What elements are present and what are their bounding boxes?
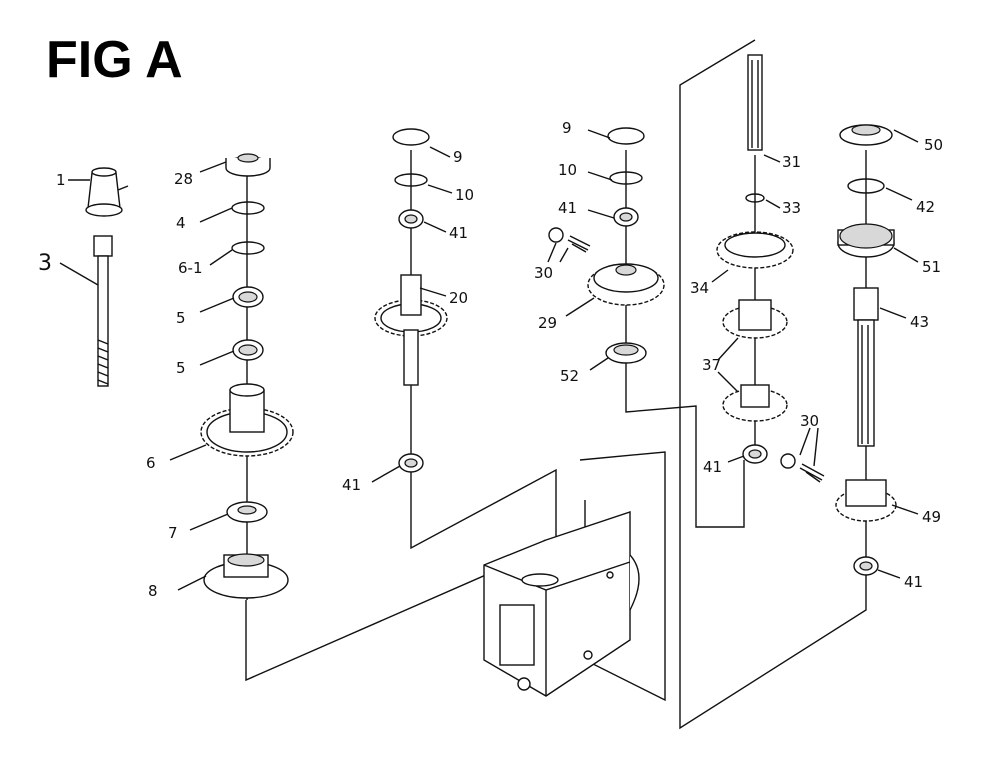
- callout-33: 33: [782, 199, 801, 217]
- callout-9a: 9: [453, 148, 463, 166]
- part-8-flange: [203, 553, 289, 599]
- callout-3: 3: [38, 251, 52, 276]
- part-49-gear: [835, 479, 897, 522]
- part-41-bearing-e: [853, 556, 879, 576]
- callout-10b: 10: [558, 161, 577, 179]
- part-20-gear-shaft: [374, 274, 448, 386]
- callout-8: 8: [148, 582, 158, 600]
- part-41-bearing-d: [742, 444, 768, 464]
- callout-41d: 41: [703, 458, 722, 476]
- callout-30b: 30: [800, 412, 819, 430]
- callout-41e: 41: [904, 573, 923, 591]
- callout-42: 42: [916, 198, 935, 216]
- callout-52: 52: [560, 367, 579, 385]
- part-6-1-circlip: [231, 241, 265, 255]
- callout-29: 29: [538, 314, 557, 332]
- callout-5a: 5: [176, 309, 186, 327]
- part-51-bearing: [837, 223, 895, 258]
- gearbox-housing: [483, 511, 640, 697]
- part-5-bearing-b: [232, 339, 264, 361]
- part-10-circlip-a: [394, 173, 428, 187]
- callout-41a: 41: [449, 224, 468, 242]
- part-28-ring: [225, 153, 271, 177]
- part-9-cap-a: [392, 128, 430, 146]
- leader-lines: [59, 129, 919, 591]
- callout-49: 49: [922, 508, 941, 526]
- part-3-bolt: [93, 235, 113, 387]
- callout-41c: 41: [558, 199, 577, 217]
- part-43-spindle: [853, 287, 879, 447]
- callout-50: 50: [924, 136, 943, 154]
- part-37-gear-cluster: [722, 299, 788, 422]
- callout-28: 28: [174, 170, 193, 188]
- part-29-gear: [587, 263, 665, 306]
- callout-20: 20: [449, 289, 468, 307]
- part-52-bushing: [605, 342, 647, 364]
- callout-1: 1: [56, 171, 66, 189]
- part-41-bearing-c: [613, 207, 639, 227]
- part-4-circlip: [231, 201, 265, 215]
- callout-43: 43: [910, 313, 929, 331]
- callout-31: 31: [782, 153, 801, 171]
- callout-6: 6: [146, 454, 156, 472]
- callout-labels: 1 3 28 4 6-1 5 5 6 7 8 9 10 41 20 41 9 1…: [38, 119, 943, 600]
- part-34-gear: [716, 231, 794, 269]
- part-30-ball-spring-a: [548, 227, 591, 253]
- callout-4: 4: [176, 214, 186, 232]
- callout-41b: 41: [342, 476, 361, 494]
- callout-9b: 9: [562, 119, 572, 137]
- callout-51: 51: [922, 258, 941, 276]
- part-33-circlip: [745, 193, 765, 203]
- part-7-spacer: [226, 501, 268, 523]
- part-5-bearing-a: [232, 286, 264, 308]
- callout-5b: 5: [176, 359, 186, 377]
- callout-37: 37: [702, 356, 721, 374]
- part-10-circlip-b: [609, 171, 643, 185]
- part-41-bearing-b: [398, 453, 424, 473]
- part-50-washer: [839, 124, 893, 146]
- part-31-shaft: [747, 54, 763, 151]
- part-42-circlip: [847, 178, 885, 194]
- part-6-gear: [200, 383, 294, 457]
- callout-30a: 30: [534, 264, 553, 282]
- part-9-cap-b: [607, 127, 645, 145]
- callout-7: 7: [168, 524, 178, 542]
- figure-title: FIG A: [46, 31, 183, 89]
- part-30-ball-spring-b: [780, 453, 825, 483]
- part-41-bearing-a: [398, 209, 424, 229]
- callout-34: 34: [690, 279, 709, 297]
- part-1-cap: [85, 167, 129, 217]
- callout-6-1: 6-1: [178, 259, 203, 277]
- callout-10a: 10: [455, 186, 474, 204]
